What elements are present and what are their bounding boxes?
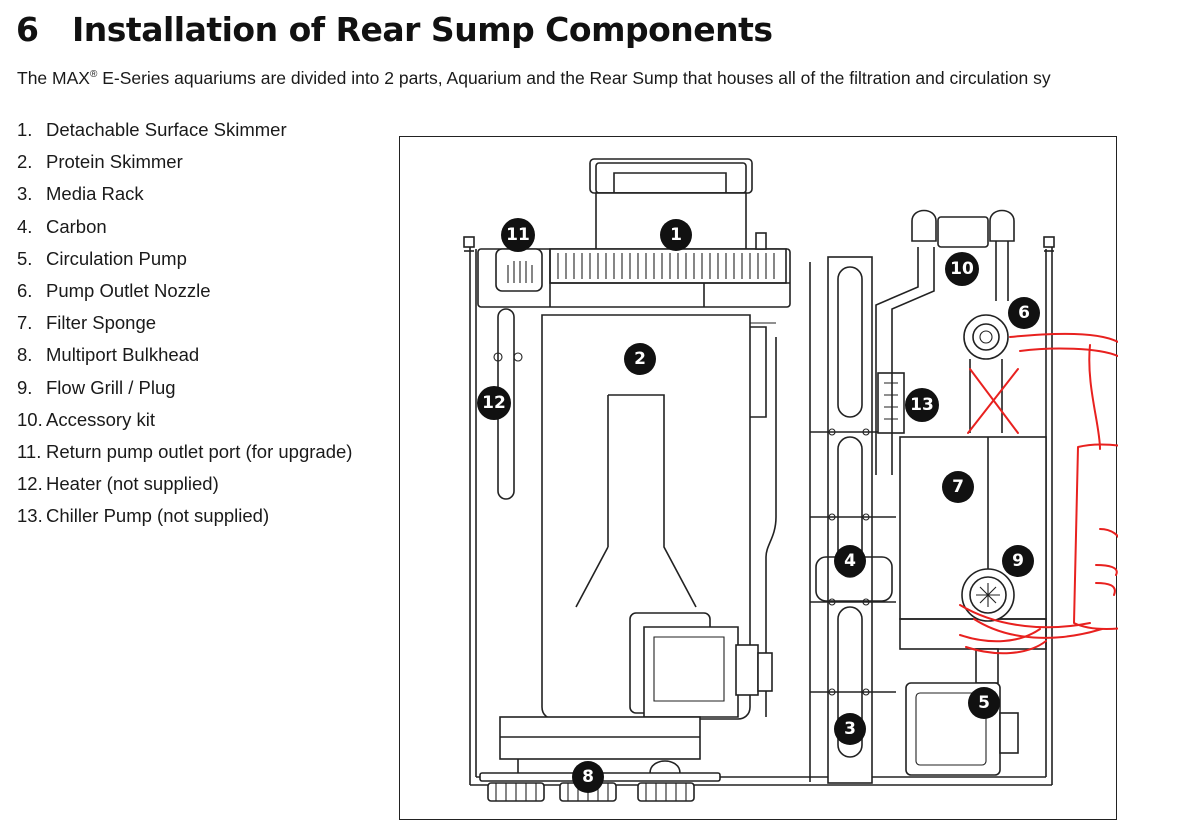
svg-text:9: 9 — [1012, 551, 1024, 571]
intro-text: E-Series aquariums are divided into 2 pa… — [97, 68, 1051, 88]
svg-text:4: 4 — [844, 551, 856, 571]
item-label: Return pump outlet port (for upgrade) — [46, 440, 353, 462]
item-label: Filter Sponge — [46, 312, 157, 334]
parts-list: 1. Detachable Surface Skimmer 2. Protein S… — [0, 114, 352, 532]
pump-outlet-nozzle — [963, 314, 1009, 433]
list-item: 3. Media Rack — [0, 178, 352, 210]
item-number: 9. — [17, 376, 33, 398]
item-label: Multiport Bulkhead — [46, 344, 200, 366]
list-item: 2. Protein Skimmer — [0, 146, 352, 178]
item-label: Carbon — [46, 215, 107, 237]
section-title: Installation of Rear Sump Components — [72, 10, 773, 49]
svg-text:5: 5 — [978, 693, 990, 713]
callout-11: 11 — [501, 218, 535, 252]
section-heading: 6 Installation of Rear Sump Components — [16, 10, 773, 49]
svg-text:6: 6 — [1018, 303, 1030, 323]
svg-text:12: 12 — [482, 393, 506, 413]
item-number: 5. — [17, 247, 33, 269]
list-item: 6. Pump Outlet Nozzle — [0, 275, 352, 307]
callout-9: 9 — [1002, 545, 1034, 577]
callout-8: 8 — [572, 761, 604, 793]
item-number: 6. — [17, 279, 33, 301]
list-item: 7. Filter Sponge — [0, 307, 352, 339]
item-number: 1. — [17, 119, 33, 140]
callout-7: 7 — [942, 471, 974, 503]
item-number: 13. — [17, 505, 43, 527]
callout-12: 12 — [477, 386, 511, 420]
intro-brand: The MAX — [17, 68, 90, 88]
item-label: Protein Skimmer — [46, 151, 183, 173]
item-label: Flow Grill / Plug — [46, 376, 176, 398]
callout-4: 4 — [834, 545, 866, 577]
multiport-bulkhead — [479, 759, 721, 802]
svg-text:3: 3 — [844, 719, 856, 739]
item-label: Pump Outlet Nozzle — [46, 279, 211, 301]
callout-2: 2 — [624, 343, 656, 375]
item-number: 11. — [17, 440, 42, 462]
item-label: Heater (not supplied) — [46, 473, 219, 495]
svg-text:7: 7 — [952, 477, 964, 497]
item-number: 3. — [17, 183, 33, 205]
item-number: 8. — [17, 344, 33, 366]
item-number: 12. — [17, 473, 43, 495]
item-label: Chiller Pump (not supplied) — [46, 505, 270, 527]
svg-text:10: 10 — [950, 259, 974, 279]
accessory-kit — [875, 209, 1015, 475]
callout-1: 1 — [660, 219, 692, 251]
callout-13: 13 — [905, 388, 939, 422]
list-item: 10.Accessory kit — [0, 404, 352, 436]
callout-10: 10 — [945, 252, 979, 286]
svg-text:2: 2 — [634, 349, 646, 369]
svg-text:8: 8 — [582, 767, 594, 787]
sump-illustration: 1 2 3 4 5 6 7 8 9 10 11 12 13 — [463, 158, 1118, 802]
item-label: Media Rack — [46, 183, 144, 205]
section-number: 6 — [16, 10, 39, 49]
list-item: 1. Detachable Surface Skimmer — [0, 114, 352, 146]
red-markup — [959, 332, 1118, 655]
item-label: Detachable Surface Skimmer — [46, 119, 287, 140]
item-number: 4. — [17, 215, 33, 237]
svg-text:13: 13 — [910, 395, 934, 415]
callout-6: 6 — [1008, 297, 1040, 329]
media-rack — [809, 256, 896, 784]
list-item: 12.Heater (not supplied) — [0, 468, 352, 500]
intro-paragraph: The MAX® E-Series aquariums are divided … — [17, 68, 1200, 89]
list-item: 9. Flow Grill / Plug — [0, 372, 352, 404]
svg-text:1: 1 — [670, 225, 682, 245]
surface-skimmer — [477, 232, 791, 308]
item-number: 10. — [17, 408, 43, 430]
flow-grill — [961, 568, 1015, 622]
registered-mark: ® — [89, 69, 98, 81]
item-label: Circulation Pump — [46, 247, 187, 269]
list-item: 13.Chiller Pump (not supplied) — [0, 500, 352, 532]
sump-diagram: 1 2 3 4 5 6 7 8 9 10 11 12 13 — [399, 136, 1118, 820]
return-outlet-port — [495, 248, 543, 292]
circulation-pump — [905, 648, 1019, 776]
list-item: 11.Return pump outlet port (for upgrade) — [0, 436, 352, 468]
list-item: 8. Multiport Bulkhead — [0, 339, 352, 371]
list-item: 5. Circulation Pump — [0, 243, 352, 275]
item-label: Accessory kit — [46, 408, 155, 430]
chiller-pump — [877, 372, 905, 434]
list-item: 4. Carbon — [0, 211, 352, 243]
svg-text:11: 11 — [506, 225, 530, 245]
callout-5: 5 — [968, 687, 1000, 719]
item-number: 7. — [17, 312, 33, 334]
callout-3: 3 — [834, 713, 866, 745]
item-number: 2. — [17, 151, 33, 173]
